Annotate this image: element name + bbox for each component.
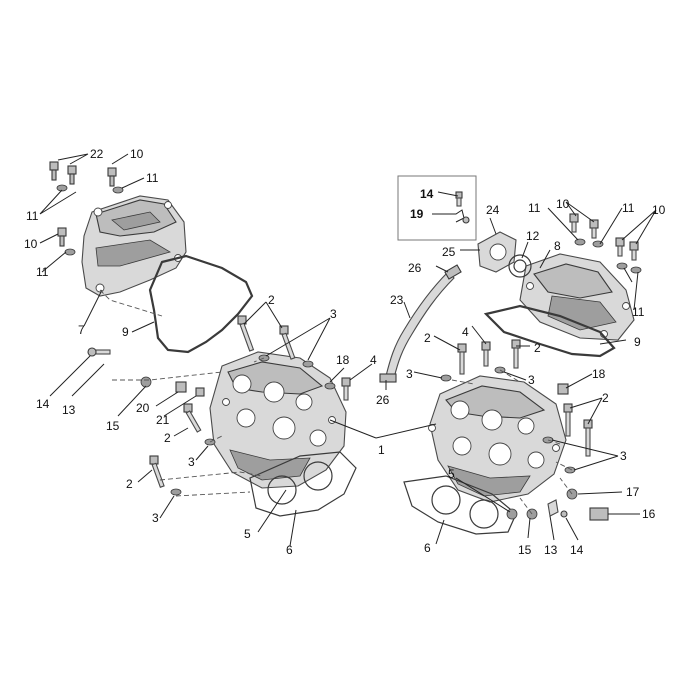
- right-head-gasket: [403, 475, 517, 535]
- callout-6: 6: [286, 543, 293, 557]
- callout-2: 2: [424, 331, 431, 345]
- callout-10: 10: [652, 203, 666, 217]
- callout-13: 13: [62, 403, 76, 417]
- callout-14: 14: [570, 543, 584, 557]
- callout-2: 2: [602, 391, 609, 405]
- callout-3: 3: [406, 367, 413, 381]
- callout-10: 10: [556, 197, 570, 211]
- assembly-dashed-lines: [99, 289, 573, 515]
- callout-5: 5: [244, 527, 251, 541]
- callout-26: 26: [376, 393, 390, 407]
- callout-18: 18: [336, 353, 350, 367]
- callout-2: 2: [126, 477, 133, 491]
- callout-4: 4: [370, 353, 377, 367]
- callout-21: 21: [156, 413, 170, 427]
- callout-11: 11: [632, 305, 645, 319]
- left-head-bolts: [87, 315, 351, 496]
- callout-14: 14: [36, 397, 50, 411]
- callout-26: 26: [408, 261, 422, 275]
- callout-1: 1: [378, 443, 385, 457]
- callout-3: 3: [620, 449, 627, 463]
- left-cover-gasket: [148, 254, 254, 354]
- callout-3: 3: [330, 307, 337, 321]
- callout-3: 3: [528, 373, 535, 387]
- callout-5: 5: [448, 467, 455, 481]
- callout-25: 25: [442, 245, 456, 259]
- callout-7: 7: [78, 323, 85, 337]
- callout-17: 17: [626, 485, 640, 499]
- callout-11: 11: [26, 209, 39, 223]
- callout-23: 23: [390, 293, 404, 307]
- callout-16: 16: [642, 507, 656, 521]
- leader-lines: [39, 153, 657, 547]
- callout-9: 9: [122, 325, 129, 339]
- callout-22: 22: [90, 147, 104, 161]
- callout-11: 11: [528, 201, 541, 215]
- callout-2: 2: [534, 341, 541, 355]
- callout-2: 2: [268, 293, 275, 307]
- right-cover-gasket: [483, 304, 616, 358]
- callout-24: 24: [486, 203, 500, 217]
- callout-11: 11: [622, 201, 635, 215]
- callout-15: 15: [518, 543, 532, 557]
- callout-10: 10: [24, 237, 38, 251]
- callout-9: 9: [634, 335, 641, 349]
- callout-labels: 22 10 11 11 10 11 7 9 14 13 15 20 21 2 3…: [24, 147, 666, 557]
- callout-4: 4: [462, 325, 469, 339]
- breather-assembly: [379, 231, 532, 383]
- callout-3: 3: [188, 455, 195, 469]
- inset-box: [397, 175, 477, 241]
- callout-18: 18: [592, 367, 606, 381]
- callout-12: 12: [526, 229, 540, 243]
- callout-3: 3: [152, 511, 159, 525]
- right-valve-cover: [519, 253, 635, 341]
- callout-10: 10: [130, 147, 144, 161]
- right-cover-fasteners: [569, 213, 642, 274]
- callout-14: 14: [420, 187, 434, 201]
- left-valve-cover: [81, 195, 187, 297]
- callout-15: 15: [106, 419, 120, 433]
- left-cover-fasteners: [49, 161, 124, 256]
- callout-2: 2: [164, 431, 171, 445]
- callout-13: 13: [544, 543, 558, 557]
- callout-6: 6: [424, 541, 431, 555]
- callout-20: 20: [136, 401, 150, 415]
- callout-8: 8: [554, 239, 561, 253]
- callout-11: 11: [36, 265, 49, 279]
- right-cylinder-head: [428, 375, 567, 503]
- callout-11: 11: [146, 171, 159, 185]
- left-cylinder-head: [209, 351, 347, 489]
- callout-19: 19: [410, 207, 424, 221]
- left-head-gasket: [249, 451, 357, 517]
